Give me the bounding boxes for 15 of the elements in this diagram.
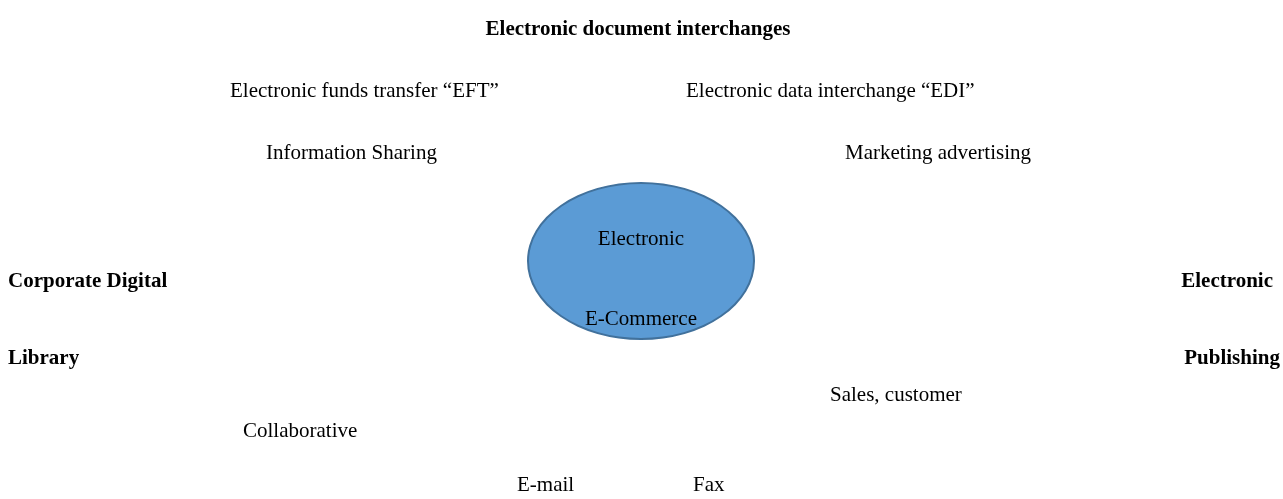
category-label: Electronic data interchange “EDI”: [686, 78, 975, 103]
category-label: Fax: [693, 472, 725, 497]
heading-text: Electronic document interchanges: [485, 16, 791, 41]
category-label: E-mail: [517, 472, 575, 497]
category-label: Electronic funds transfer “EFT”: [230, 78, 499, 103]
ellipse-label: E-Commerce: [585, 306, 697, 331]
category-label: Marketing advertising: [845, 140, 1032, 165]
category-label: Publishing: [1184, 345, 1280, 370]
category-label: Corporate Digital: [8, 268, 168, 293]
category-label: Library: [8, 345, 80, 370]
category-label: Sales, customer: [830, 382, 962, 407]
ellipse-label: Electronic: [597, 226, 685, 251]
category-label: Electronic: [1181, 268, 1273, 293]
category-label: Information Sharing: [266, 140, 437, 165]
category-label: Collaborative: [243, 418, 358, 443]
